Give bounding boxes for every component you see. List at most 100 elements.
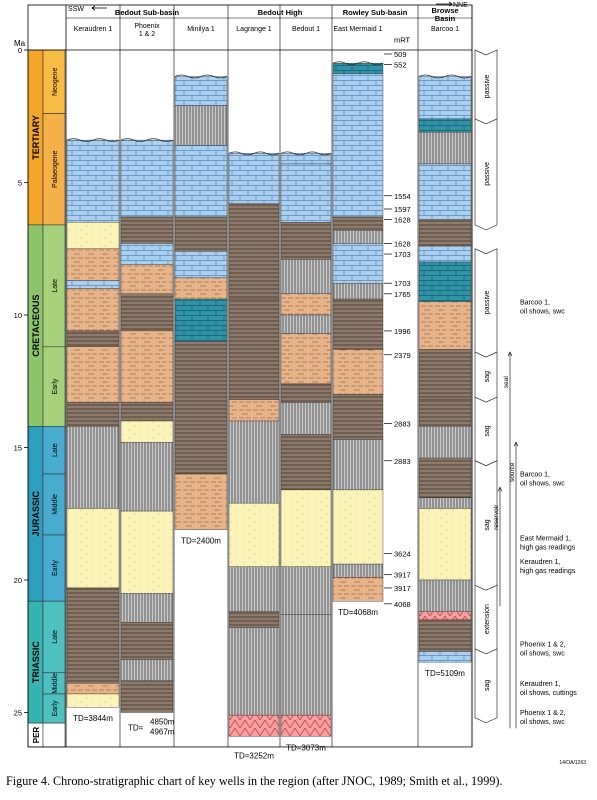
well-title: Lagrange 1 [236,26,272,33]
unit-siltstone [332,577,384,602]
unconformity [66,138,120,142]
unit-claystone [280,314,332,334]
unit-shale [228,203,280,300]
well-title: Minilya 1 [187,26,215,33]
unit-shale [120,293,174,332]
axis-tick-label: 20 [14,576,22,585]
epoch-label: Early [52,700,59,716]
unit-siltstone [66,346,120,403]
unit-shale [332,216,384,231]
unit-claystone [120,659,174,681]
unconformity [174,74,228,79]
tectonic-label: sag [484,425,491,436]
depth-marker-label: mRT [394,35,411,44]
unit-claystone [280,259,332,295]
annotation-line: Keraudren 1, [520,559,561,566]
well-column [66,138,120,708]
unit-shale [120,402,174,422]
depth-marker-label: 1703 [394,250,411,259]
unit-limestone [280,163,332,223]
unit-shale [418,457,472,499]
rail-arrow [513,441,519,447]
unit-claystone [418,497,472,509]
unconformity [280,151,332,156]
axis-tick-label: 5 [18,179,22,188]
axis-tick-label: 10 [14,311,22,320]
unit-siltstone [66,288,120,332]
td-label: TD=3252m [234,751,274,760]
unit-shale [120,216,174,244]
unit-shale [120,680,174,713]
unit-shale [228,611,280,628]
unit-shale [332,394,384,440]
unit-shale [228,298,280,401]
unit-siltstone [174,473,228,530]
arrow-ssw [91,5,107,11]
unit-sandstone [120,420,174,443]
unit-siltstone [66,683,120,695]
td-label: TD= [128,724,144,733]
unit-limestone [332,243,384,284]
annotation-line: oil shows, cuttings [520,690,577,697]
epoch-label: Late [52,443,59,457]
depth-marker-label: 3917 [394,571,411,580]
unit-limestone [120,243,174,265]
annotation-line: Phoenix 1 & 2, [520,641,566,648]
depth-marker-label: 2883 [394,420,411,429]
unit-shale [66,330,120,347]
well-column [174,74,228,530]
direction-nne: NNE [453,2,468,9]
epoch-label: Early [52,378,59,394]
unit-limestone [418,245,472,263]
annotation-line: Barcoo 1, [520,299,550,306]
basin-title: Bedout Sub-basin [115,8,180,17]
unit-claystone [418,131,472,165]
unit-claystone [66,426,120,509]
depth-marker-label: 1765 [394,290,411,299]
unit-shale [280,383,332,403]
tectonic-label: sag [484,519,491,530]
unit-claystone [332,439,384,491]
tectonic-label: sag [484,680,491,691]
unit-limestone [174,76,228,106]
period-label: CRETACEOUS [31,294,41,356]
unit-limestone [418,163,472,220]
rail-arrow [507,351,513,357]
reference-code: 14/OA/1263 [559,760,586,766]
td-label: TD=3844m [73,714,113,723]
annotation-line: Phoenix 1 & 2, [520,710,566,717]
arrow-nne [436,1,453,7]
annotation-line: high gas readings [520,568,576,575]
unit-claystone [418,579,472,612]
tectonic-label: sag [484,371,491,382]
axis-tick-label: 15 [14,444,22,453]
unit-marl [174,298,228,342]
well-column [280,151,332,737]
annotation-line: oil shows, swc [520,308,565,315]
annotation-line: Barcoo 1, [520,472,550,479]
unconformity [332,61,384,66]
depth-marker-label: 4068 [394,600,411,609]
unit-claystone [332,229,384,244]
depth-marker-label: 1628 [394,216,411,225]
unit-claystone [228,420,280,504]
unit-sandstone [332,489,384,565]
unit-marl [418,261,472,302]
annotation-line: high gas readings [520,544,576,551]
unit-shale [174,216,228,252]
unit-limestone [332,73,384,218]
well-column [332,61,384,602]
unit-shale [66,587,120,684]
axis-label: Ma [14,39,26,48]
unit-shale [332,298,384,350]
unit-siltstone [280,333,332,385]
depth-marker-label: 1703 [394,279,411,288]
unit-claystone [332,283,384,300]
depth-marker-label: 2883 [394,457,411,466]
unit-limestone [120,139,174,218]
epoch-label: Neogene [52,67,59,96]
depth-marker-label: 1628 [394,239,411,248]
basin-title: Browse [431,6,458,15]
unconformity [418,74,472,79]
